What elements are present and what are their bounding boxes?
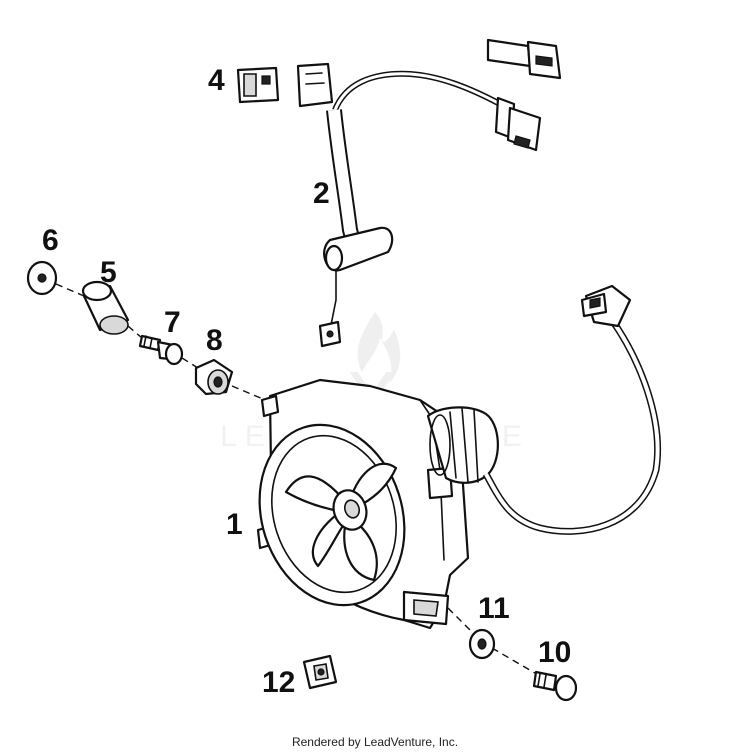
fan-motor [426,284,662,535]
footer-credit: Rendered by LeadVenture, Inc. [291,735,459,749]
callout-1: 1 [226,508,243,541]
callout-12: 12 [262,666,295,699]
callout-11: 11 [478,592,510,625]
washer-11 [468,628,496,660]
spacer-sleeve [81,280,130,335]
grommet-8 [194,358,234,396]
screw-10 [532,670,578,702]
screw-7 [138,334,184,366]
callout-4: 4 [208,64,225,97]
washer-6 [26,260,58,296]
callout-10: 10 [538,636,571,669]
relay-bracket [296,62,334,108]
wire-harness [318,29,562,348]
cooling-fan-assembly [256,378,470,630]
speed-nut-12 [302,654,338,690]
callout-2: 2 [313,177,330,210]
callout-8: 8 [206,324,223,357]
fuse-relay [236,66,280,104]
callout-5: 5 [100,256,117,289]
callout-6: 6 [42,224,59,257]
flame-logo-icon [357,312,401,384]
callout-labels: 1 2 4 5 6 7 8 10 11 12 [42,64,571,699]
assembly-lines [55,283,541,677]
callout-7: 7 [164,306,181,339]
